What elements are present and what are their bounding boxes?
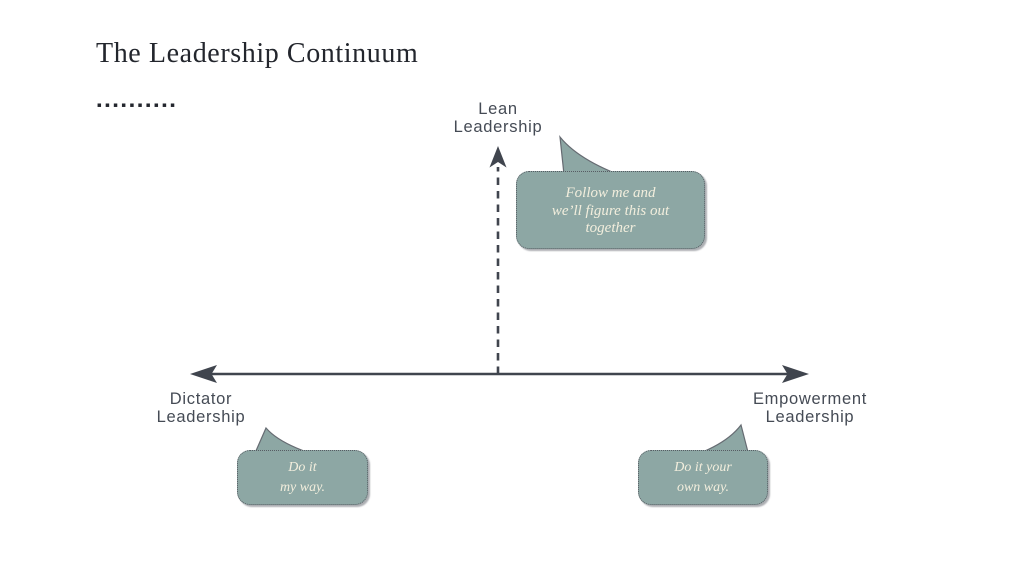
slide-title: The Leadership Continuum	[96, 38, 419, 69]
label-line: Leadership	[765, 407, 855, 426]
label-line: Empowerment	[752, 390, 868, 408]
bubble-text-line: Do it your	[674, 460, 732, 476]
bubble-text-line: we’ll figure this out	[551, 202, 670, 219]
axis-arrow-right-icon	[782, 365, 809, 383]
bubble-text-line: together	[585, 220, 636, 237]
bubble-text-line: Follow me and	[565, 185, 656, 202]
vertical-arrowhead-icon	[489, 146, 507, 168]
label-line: Lean	[478, 100, 518, 118]
label-line: Leadership	[453, 117, 543, 136]
decorative-dots: ▪▪▪▪▪▪▪▪▪▪	[97, 101, 179, 109]
bubble-text-line: Do it	[288, 460, 317, 476]
dictator-speech-bubble: Do it my way.	[237, 450, 368, 505]
lean-speech-bubble: Follow me and we’ll figure this out toge…	[516, 171, 705, 249]
label-line: Leadership	[156, 407, 246, 426]
empowerment-speech-bubble: Do it your own way.	[638, 450, 768, 505]
bubble-text-line: my way.	[279, 479, 326, 495]
axis-arrow-left-icon	[190, 365, 217, 383]
dictator-leadership-label: Dictator Leadership	[156, 390, 246, 427]
empowerment-leadership-label: Empowerment Leadership	[752, 390, 868, 427]
label-line: Dictator	[169, 390, 233, 408]
lean-leadership-label: Lean Leadership	[453, 100, 543, 137]
bubble-text-line: own way.	[676, 479, 730, 495]
